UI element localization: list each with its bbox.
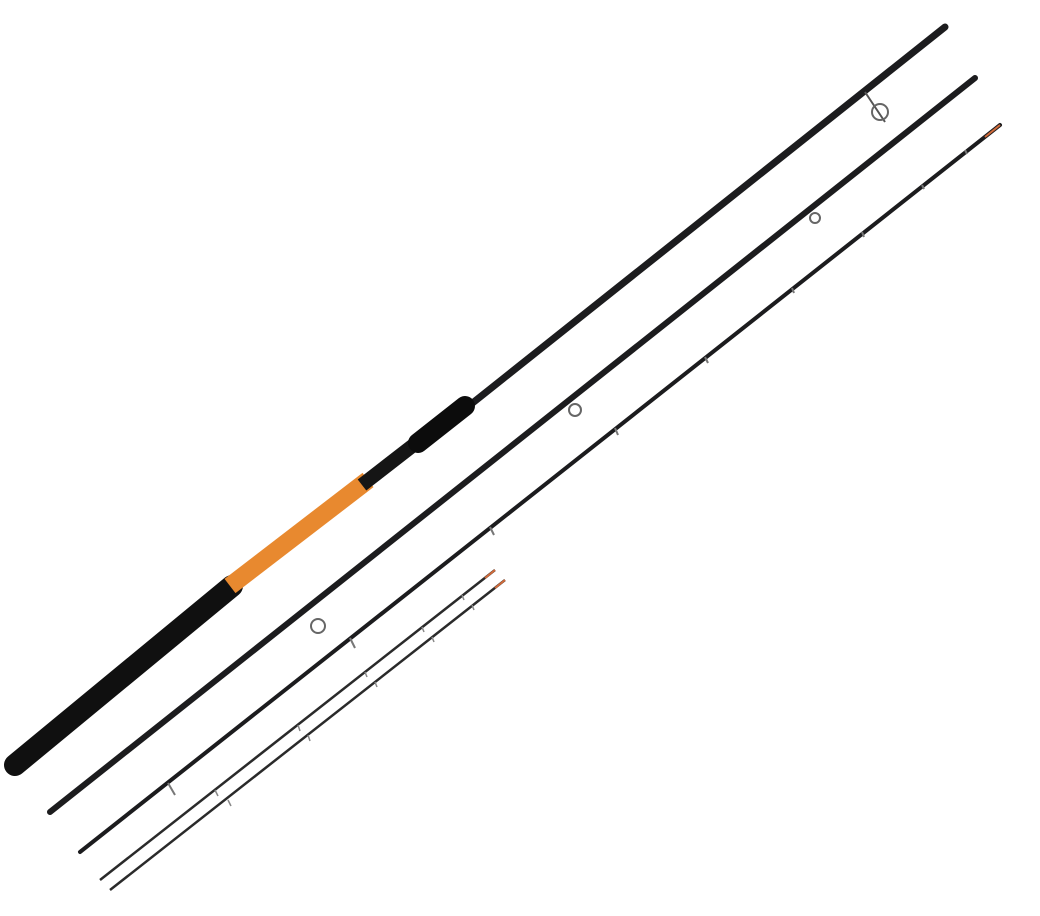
- spare-tips: [99, 569, 506, 891]
- butt-blank: [466, 23, 949, 409]
- tip-guides: [167, 149, 968, 796]
- tip-accent: [494, 579, 506, 589]
- spare-tip-2: [109, 579, 506, 891]
- butt-section: [4, 23, 949, 776]
- middle-blank: [47, 75, 978, 815]
- tip-accent: [484, 569, 496, 579]
- guide-ring: [871, 103, 889, 121]
- guide-ring: [809, 212, 821, 224]
- middle-section: [47, 75, 978, 815]
- cork-grip: [224, 472, 374, 594]
- tip-blank: [78, 123, 1002, 854]
- spare-tip-guides: [214, 594, 475, 807]
- tip-accent: [984, 124, 1001, 138]
- tip-section: [78, 123, 1002, 854]
- spare-tip-1: [99, 569, 496, 881]
- rear-grip: [4, 575, 243, 776]
- guide-ring: [568, 403, 582, 417]
- guide-ring: [310, 618, 326, 634]
- fore-grip: [408, 396, 475, 453]
